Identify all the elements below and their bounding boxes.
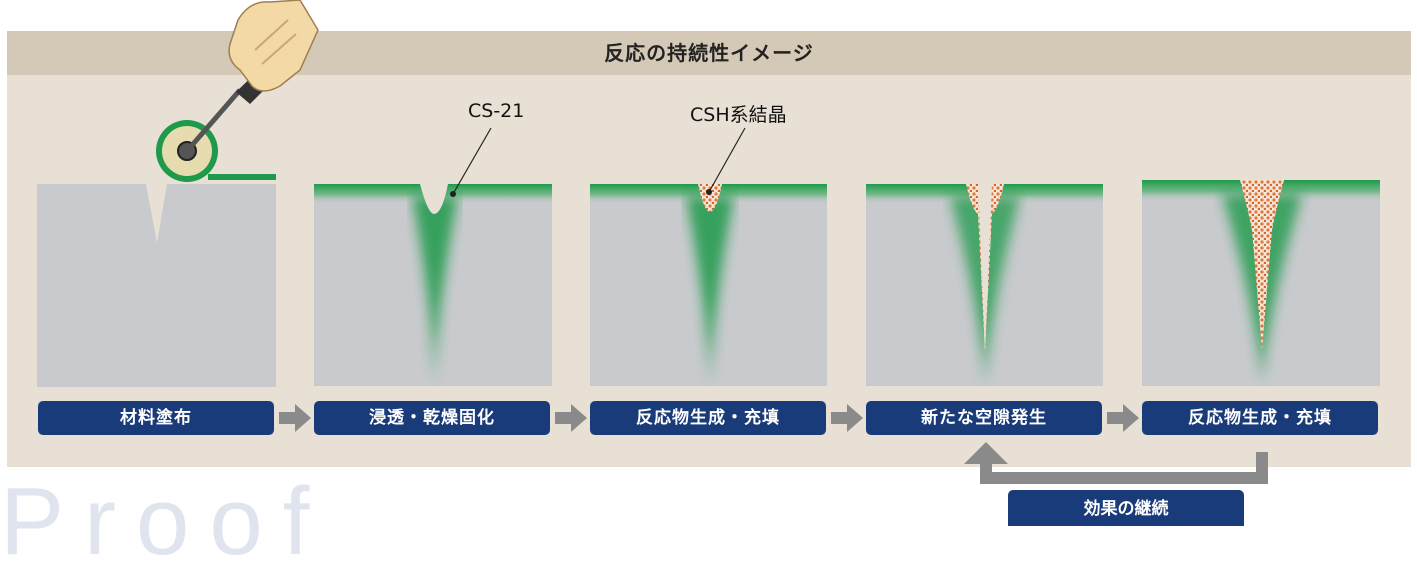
loop-label: 効果の継続 [1008,490,1244,526]
arrow-right-icon [279,404,311,432]
stage-5-concrete [1142,180,1380,386]
step-1-label: 材料塗布 [38,401,274,435]
stage-3-concrete [590,184,827,386]
step-5-label: 反応物生成・充填 [1142,401,1378,435]
hand-roller-icon [156,0,319,182]
step-3-label: 反応物生成・充填 [590,401,826,435]
stage-2-concrete [314,184,552,386]
arrow-right-icon [831,404,863,432]
callout-crystal: CSH系結晶 [690,104,787,126]
stage-4-concrete [866,184,1103,386]
diagram-title: 反応の持続性イメージ [604,41,814,65]
callout-line-crystal [708,127,746,193]
step-2-label: 浸透・乾燥固化 [314,401,550,435]
arrow-right-icon [555,404,587,432]
arrow-up-icon [964,442,1268,484]
stage-1-concrete [37,174,276,387]
stages-illustration [37,0,1380,484]
step-4-label: 新たな空隙発生 [866,401,1102,435]
callout-line-material [452,127,492,195]
arrow-right-icon [1107,404,1139,432]
callout-material: CS-21 [468,100,525,122]
